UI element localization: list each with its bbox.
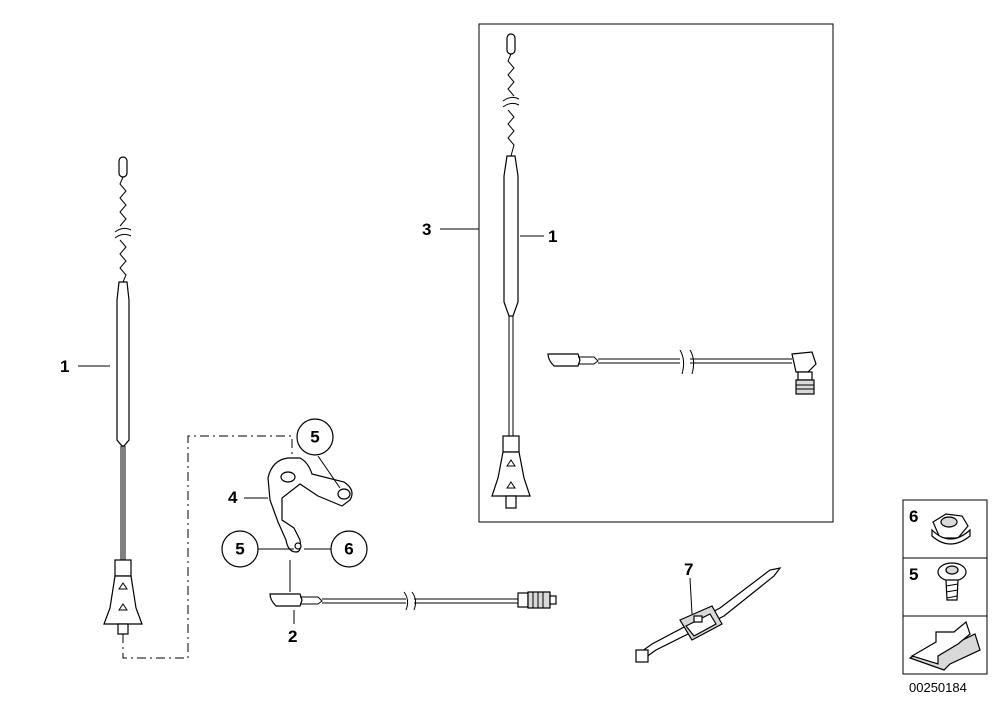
- callout-circle-bracket-top-screw: [296, 418, 334, 456]
- callout-left-antenna: 1: [60, 357, 69, 376]
- cable-tie: [635, 567, 782, 663]
- connection-line: [122, 435, 293, 659]
- legend-nut: 6: [902, 499, 988, 559]
- callout-bracket: 4: [228, 488, 238, 507]
- legend-arrow: [902, 615, 988, 675]
- callout-bracket-top-screw: 5: [310, 428, 319, 447]
- arrow-icon: [910, 620, 971, 665]
- callout-kit-antenna: 1: [548, 227, 557, 246]
- legend-screw-number: 5: [909, 565, 918, 584]
- legend-nut-number: 6: [909, 507, 918, 526]
- callout-kit: 3: [422, 220, 431, 239]
- callout-leader-cable-tie: [689, 577, 693, 615]
- callout-leader-bracket-top-screw: [317, 455, 341, 489]
- cable: [269, 591, 557, 611]
- callout-cable: 2: [288, 627, 297, 646]
- left-antenna: [103, 156, 143, 635]
- kit-cable: [547, 349, 817, 395]
- bracket: [267, 457, 353, 553]
- kit-box: [478, 23, 834, 523]
- reference-number: 00250184: [909, 680, 967, 695]
- kit-antenna: [491, 33, 531, 509]
- callout-cable-tie: 7: [684, 560, 693, 579]
- callout-bracket-nut: 6: [344, 540, 353, 559]
- callout-bracket-bottom-screw: 5: [235, 540, 244, 559]
- legend-screw: 5: [902, 557, 988, 617]
